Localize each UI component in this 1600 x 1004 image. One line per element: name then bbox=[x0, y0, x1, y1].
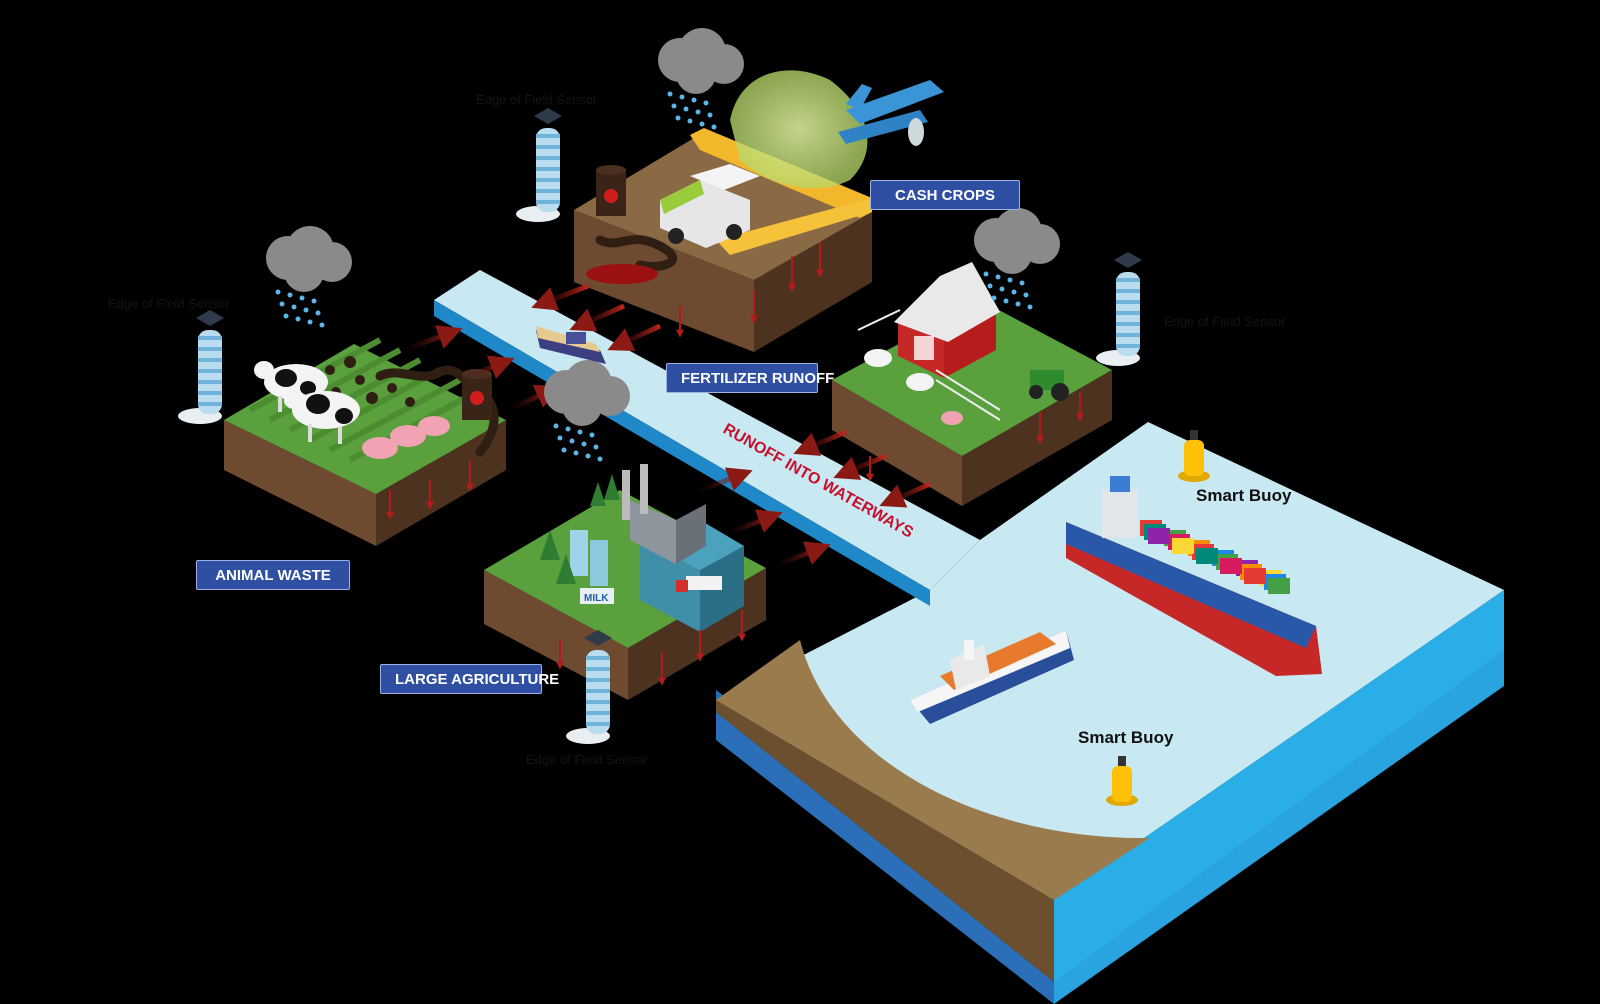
smart-buoy-icon bbox=[1178, 430, 1210, 482]
runoff-arrows bbox=[403, 283, 931, 569]
small-boat-icon bbox=[536, 326, 606, 364]
rain-cloud-icon bbox=[266, 28, 1060, 462]
field-farm bbox=[832, 262, 1112, 506]
buoy-label-upper: Smart Buoy bbox=[1196, 486, 1292, 505]
edge-of-field-sensor-icon bbox=[178, 310, 224, 424]
rain-cloud-icon bbox=[544, 360, 630, 462]
rain-cloud-icon bbox=[974, 208, 1060, 310]
cows-illustration bbox=[254, 361, 360, 444]
container-ship-icon bbox=[1066, 476, 1322, 676]
smart-buoy-icon bbox=[1106, 756, 1138, 806]
field-animal-waste bbox=[224, 337, 506, 546]
edge-of-field-sensor-icon bbox=[566, 630, 612, 744]
sensor-label-left: Edge of Field Sensor bbox=[108, 296, 230, 311]
buoy-label-lower: Smart Buoy bbox=[1078, 728, 1174, 747]
crop-duster-plane-icon bbox=[730, 70, 944, 189]
edge-of-field-sensor-icon bbox=[1096, 252, 1142, 366]
field-cash-crops bbox=[574, 128, 872, 352]
pigs-illustration bbox=[362, 416, 450, 459]
edge-of-field-sensor-icon bbox=[516, 108, 562, 222]
sensor-label-top: Edge of Field Sensor bbox=[476, 92, 598, 107]
label-fertilizer-runoff: FERTILIZER RUNOFF bbox=[666, 363, 834, 393]
rain-cloud-icon bbox=[658, 28, 744, 130]
milk-truck-label: MILK bbox=[584, 593, 609, 604]
label-large-agriculture: LARGE AGRICULTURE bbox=[380, 664, 559, 694]
label-animal-waste: ANIMAL WASTE bbox=[196, 560, 350, 590]
rain-cloud-icon bbox=[266, 226, 352, 328]
sea-block bbox=[716, 422, 1504, 1004]
label-cash-crops: CASH CROPS bbox=[870, 180, 1020, 210]
sensor-label-right: Edge of Field Sensor bbox=[1164, 314, 1286, 329]
tug-ship-icon bbox=[910, 630, 1074, 724]
sensor-label-bottom: Edge of Field Sensor bbox=[526, 752, 648, 767]
